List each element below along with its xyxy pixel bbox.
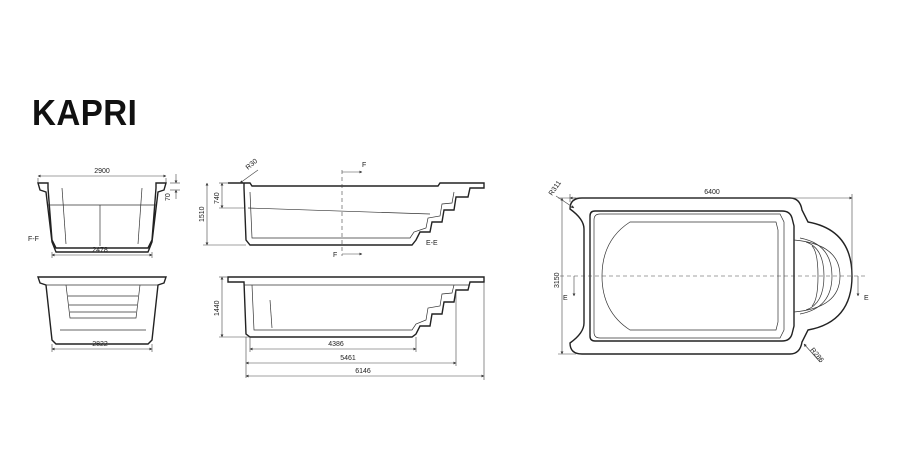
section-ff-label: F-F — [28, 236, 39, 243]
pool-model-title: KAPRI — [32, 92, 138, 133]
side-depth-shallow-label: 740 — [214, 192, 221, 204]
plan-view: 6400 3150 R311 R286 E E — [548, 180, 869, 364]
lower-len-a-label: 4386 — [328, 341, 344, 348]
front-bottom-width-label: 2478 — [92, 247, 108, 254]
front-top-width-label: 2900 — [94, 168, 110, 175]
plan-length-label: 6400 — [704, 189, 720, 196]
lower-depth-label: 1440 — [214, 300, 221, 316]
plan-radius-top-label: R311 — [548, 180, 563, 197]
plan-radius-bottom-label: R286 — [808, 347, 824, 364]
plan-width-label: 3150 — [554, 272, 561, 288]
lower-len-b-label: 5461 — [340, 355, 356, 362]
plan-e-right-label: E — [864, 295, 869, 302]
side-depth-total-label: 1510 — [199, 206, 206, 222]
front-lower-view: 2822 — [37, 276, 167, 352]
plan-e-left-label: E — [563, 295, 568, 302]
section-f-bottom-label: F — [333, 252, 337, 259]
side-radius-label: R30 — [245, 158, 259, 172]
lower-len-c-label: 6146 — [355, 368, 371, 375]
front-section-view: 2900 70 2478 F-F — [28, 168, 180, 258]
side-lower-view: 1440 4386 5461 6146 — [214, 276, 485, 380]
section-ee-label: E-E — [426, 240, 438, 247]
front-lower-width-label: 2822 — [92, 341, 108, 348]
side-section-view: F F E-E R30 740 1510 — [199, 158, 485, 259]
front-rim-label: 70 — [165, 193, 172, 201]
section-f-top-label: F — [362, 162, 366, 169]
